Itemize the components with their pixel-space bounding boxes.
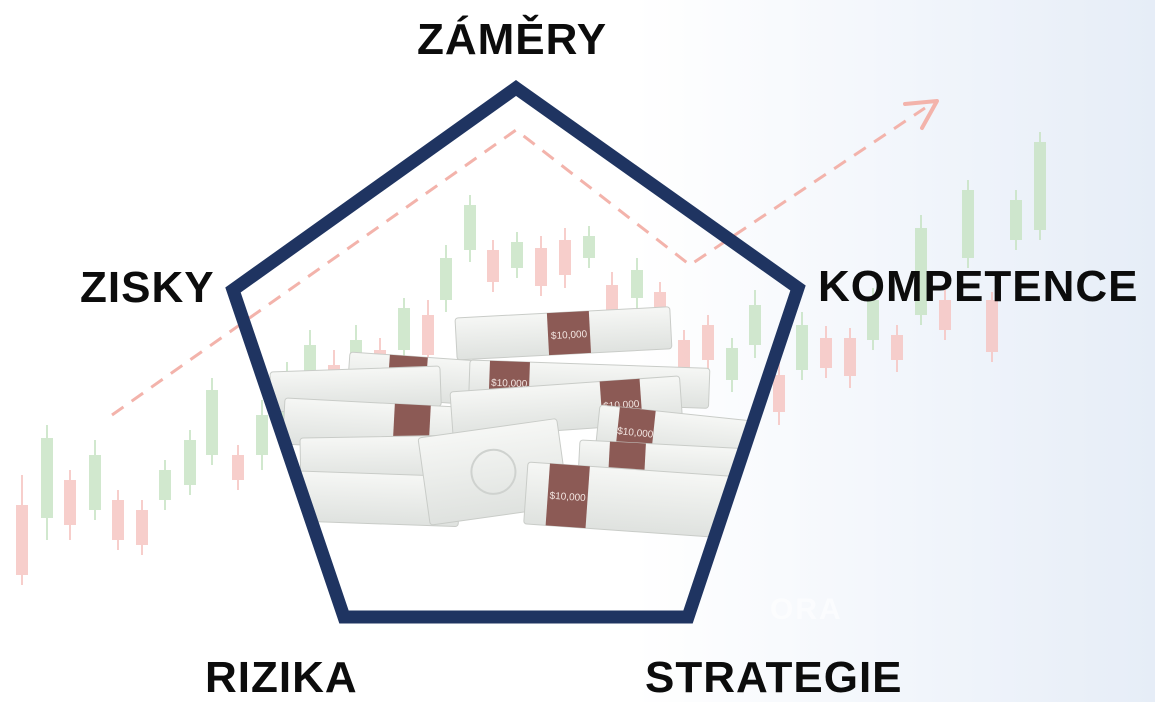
label-zamery: ZÁMĚRY [417, 15, 608, 64]
candle-down [559, 240, 571, 275]
trend-arrow [111, 99, 939, 417]
candle-down [64, 480, 76, 525]
candle-down [702, 325, 714, 360]
money-stacks: $10,000 $10,000 $10,000 $10,000 $1 [267, 306, 771, 539]
candle-down [535, 248, 547, 286]
candle-up [915, 228, 927, 315]
candle-up [749, 305, 761, 345]
banknote-band-text: $10,000 [551, 329, 588, 342]
candle-up [398, 308, 410, 350]
candle-down [16, 505, 28, 575]
candle-up [206, 390, 218, 455]
candle-up [796, 325, 808, 370]
candle-up [1010, 200, 1022, 240]
candle-down [136, 510, 148, 545]
candle-up [41, 438, 53, 518]
candle-up [962, 190, 974, 258]
banknote-band-text: $10,000 [549, 491, 586, 505]
candle-up [256, 415, 268, 455]
banknote-band-text: $10,000 [617, 426, 655, 441]
watermark-text: ORA [770, 593, 843, 626]
candle-down [844, 338, 856, 376]
label-rizika: RIZIKA [205, 653, 358, 702]
candle-down [678, 340, 690, 370]
label-zisky: ZISKY [80, 263, 215, 312]
candle-up [867, 300, 879, 340]
label-strategie: STRATEGIE [645, 653, 903, 702]
candle-up [89, 455, 101, 510]
candle-down [773, 375, 785, 412]
candle-down [939, 300, 951, 330]
candle-down [820, 338, 832, 368]
candle-down [487, 250, 499, 282]
candle-down [986, 300, 998, 352]
candle-down [422, 315, 434, 355]
candle-up [184, 440, 196, 485]
candle-up [583, 236, 595, 258]
candle-up [726, 348, 738, 380]
candle-up [440, 258, 452, 300]
label-kompetence: KOMPETENCE [818, 262, 1139, 311]
candle-up [511, 242, 523, 268]
candle-up [631, 270, 643, 298]
candle-down [112, 500, 124, 540]
candle-down [232, 455, 244, 480]
candle-down [891, 335, 903, 360]
candle-up [464, 205, 476, 250]
candle-up [1034, 142, 1046, 230]
candle-up [159, 470, 171, 500]
pentagon-frame [225, 80, 806, 624]
